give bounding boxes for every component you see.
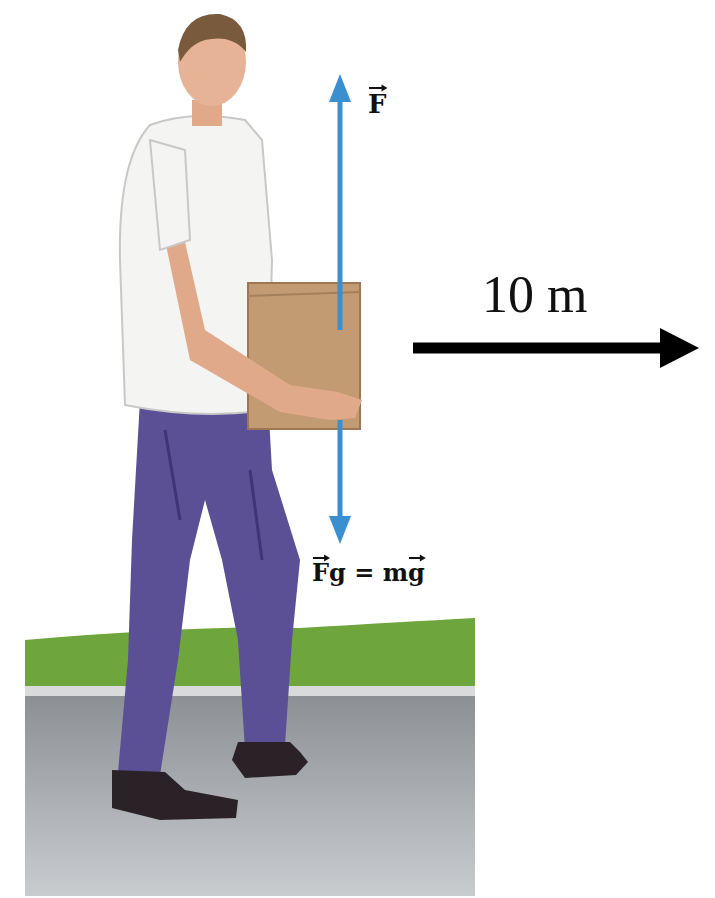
arrowhead — [329, 74, 351, 102]
force-line — [338, 98, 343, 330]
displacement-arrow — [413, 343, 665, 354]
shoe — [232, 742, 308, 778]
jeans — [118, 400, 300, 775]
force-line — [338, 420, 343, 518]
shoe — [112, 770, 238, 820]
arm — [165, 220, 362, 420]
arrowhead — [329, 516, 351, 544]
dimension-label: 10 m — [482, 266, 587, 323]
force-label: Fg = mg — [312, 560, 425, 586]
arrowhead — [660, 328, 699, 368]
force-label: F — [368, 90, 386, 119]
